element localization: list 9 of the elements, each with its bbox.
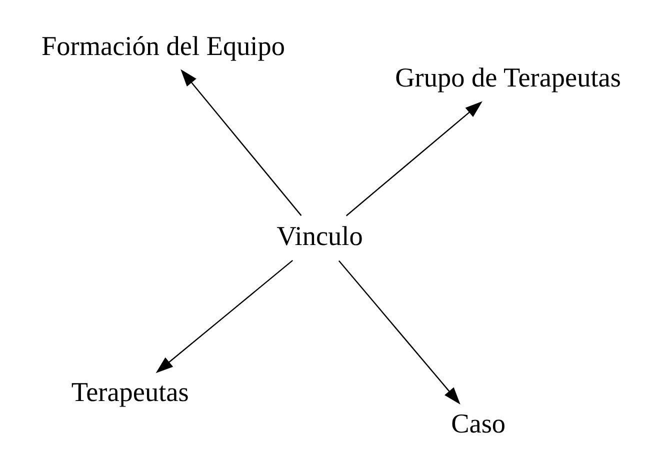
node-text: Vinculo bbox=[276, 220, 363, 251]
node-text: Caso bbox=[451, 408, 506, 438]
node-text: Grupo de Terapeutas bbox=[395, 62, 621, 92]
arrow bbox=[156, 259, 293, 373]
arrow bbox=[338, 260, 460, 404]
node-text: Terapeutas bbox=[71, 376, 189, 407]
node-text: Formación del Equipo bbox=[42, 30, 285, 61]
arrow bbox=[180, 68, 302, 216]
arrow bbox=[346, 100, 482, 216]
